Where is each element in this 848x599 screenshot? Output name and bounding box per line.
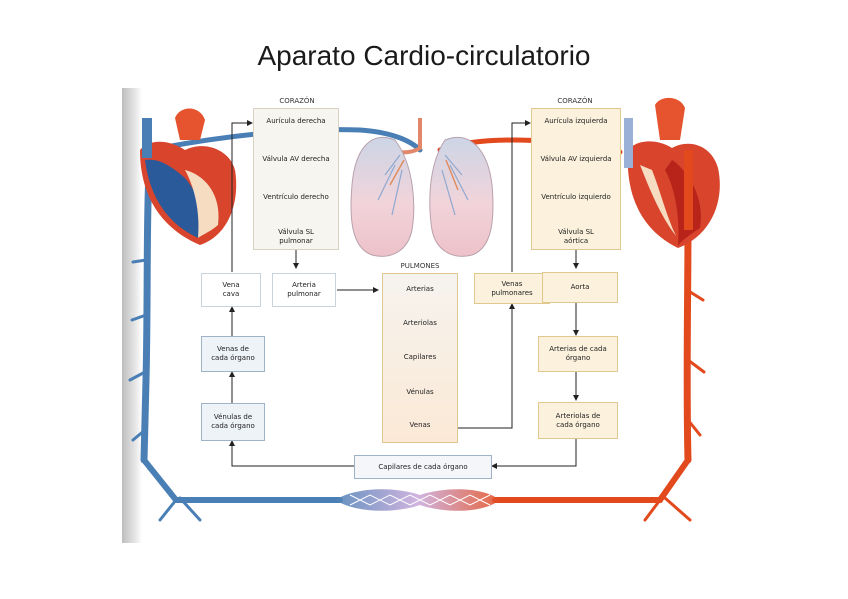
step-valvula-sl-pulmonar: Válvula SL pulmonar <box>278 228 314 245</box>
right-heart-illustration <box>624 97 720 248</box>
lung-step-venas: Venas <box>409 421 431 429</box>
box-venas-organo: Venas de cada órgano <box>201 336 265 372</box>
box-arteriolas-organo: Arteriolas de cada órgano <box>538 402 618 439</box>
lung-step-venulas: Vénulas <box>406 388 434 396</box>
box-arterias-organo: Arterias de cada órgano <box>538 336 618 372</box>
page-title: Aparato Cardio-circulatorio <box>257 40 591 71</box>
step-ventriculo-derecho: Ventrículo derecho <box>263 193 329 201</box>
left-heart-illustration <box>140 108 237 245</box>
step-auricula-derecha: Aurícula derecha <box>266 117 326 125</box>
lung-step-arteriolas: Arteriolas <box>403 319 437 327</box>
box-venulas-organo: Vénulas de cada órgano <box>201 403 265 441</box>
box-aorta: Aorta <box>542 272 618 303</box>
lungs-column <box>382 273 458 443</box>
box-capilares-organo: Capilares de cada órgano <box>354 455 492 479</box>
step-valvula-av-derecha: Válvula AV derecha <box>262 155 330 163</box>
step-auricula-izquierda: Aurícula izquierda <box>544 117 608 125</box>
box-arteria-pulmonar: Arteria pulmonar <box>272 273 336 307</box>
step-ventriculo-izquierdo: Ventrículo izquierdo <box>541 193 611 201</box>
right-heart-header: CORAZÓN <box>279 97 315 105</box>
scan-shadow <box>122 88 142 543</box>
lung-step-arterias: Arterias <box>406 285 434 293</box>
lungs-illustration <box>350 118 494 257</box>
step-valvula-av-izquierda: Válvula AV izquierda <box>540 155 612 163</box>
box-vena-cava: Vena cava <box>201 273 261 307</box>
lungs-header: PULMONES <box>400 262 440 270</box>
step-valvula-sl-aortica: Válvula SL aórtica <box>558 228 594 245</box>
lung-step-capilares: Capilares <box>403 353 437 361</box>
vena-cava-vessel <box>142 118 152 158</box>
flow-connectors <box>229 120 579 469</box>
left-heart-header: CORAZÓN <box>557 97 593 105</box>
right-heart-column <box>253 108 339 250</box>
left-heart-column <box>531 108 621 250</box>
capillary-bed <box>335 489 500 511</box>
box-venas-pulmonares: Venas pulmonares <box>474 273 550 304</box>
